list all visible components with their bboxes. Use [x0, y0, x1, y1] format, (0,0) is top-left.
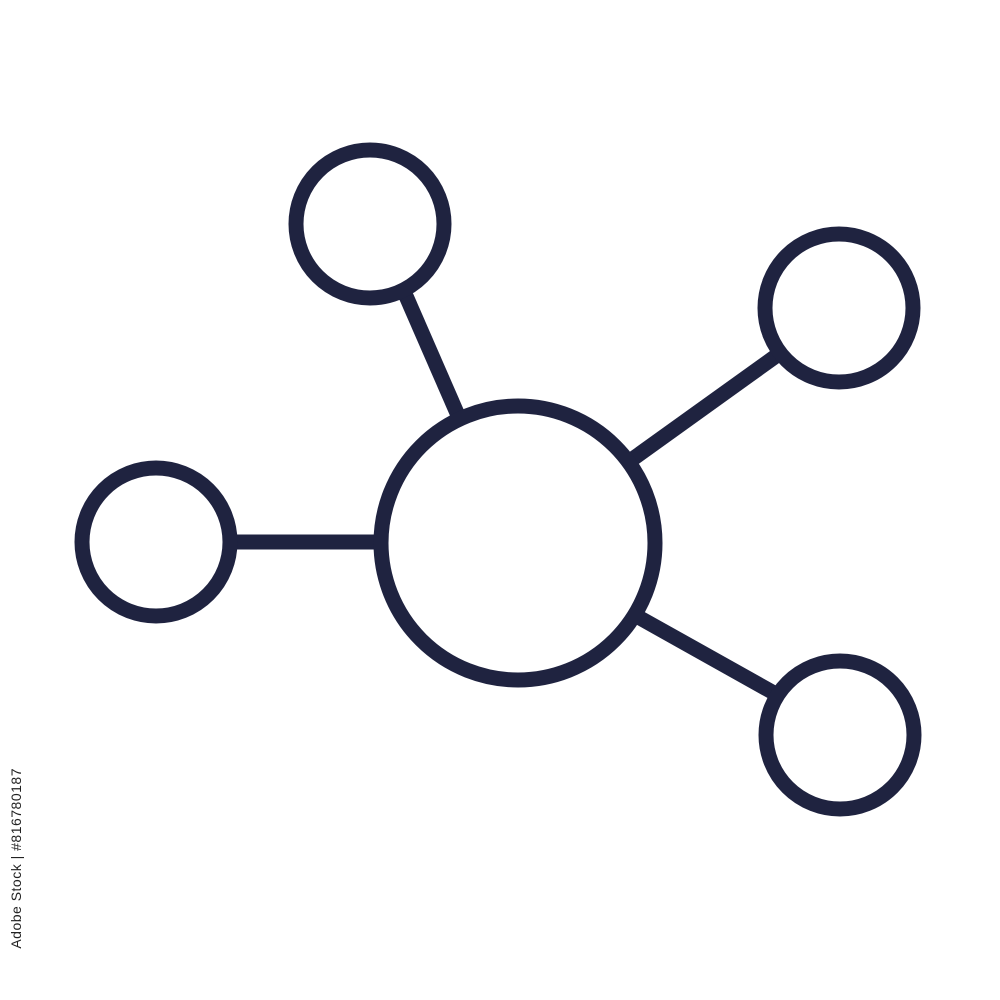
- edge-top-right: [629, 349, 781, 465]
- stock-id-label: Adobe Stock | #816780187: [8, 768, 24, 949]
- node-left: [74, 460, 238, 624]
- center-node: [373, 398, 663, 688]
- edge-bottom-right: [636, 611, 778, 700]
- edge-top-left: [399, 293, 464, 416]
- node-top-right: [757, 226, 921, 390]
- node-top-left: [288, 142, 452, 306]
- node-bottom-right: [758, 653, 922, 817]
